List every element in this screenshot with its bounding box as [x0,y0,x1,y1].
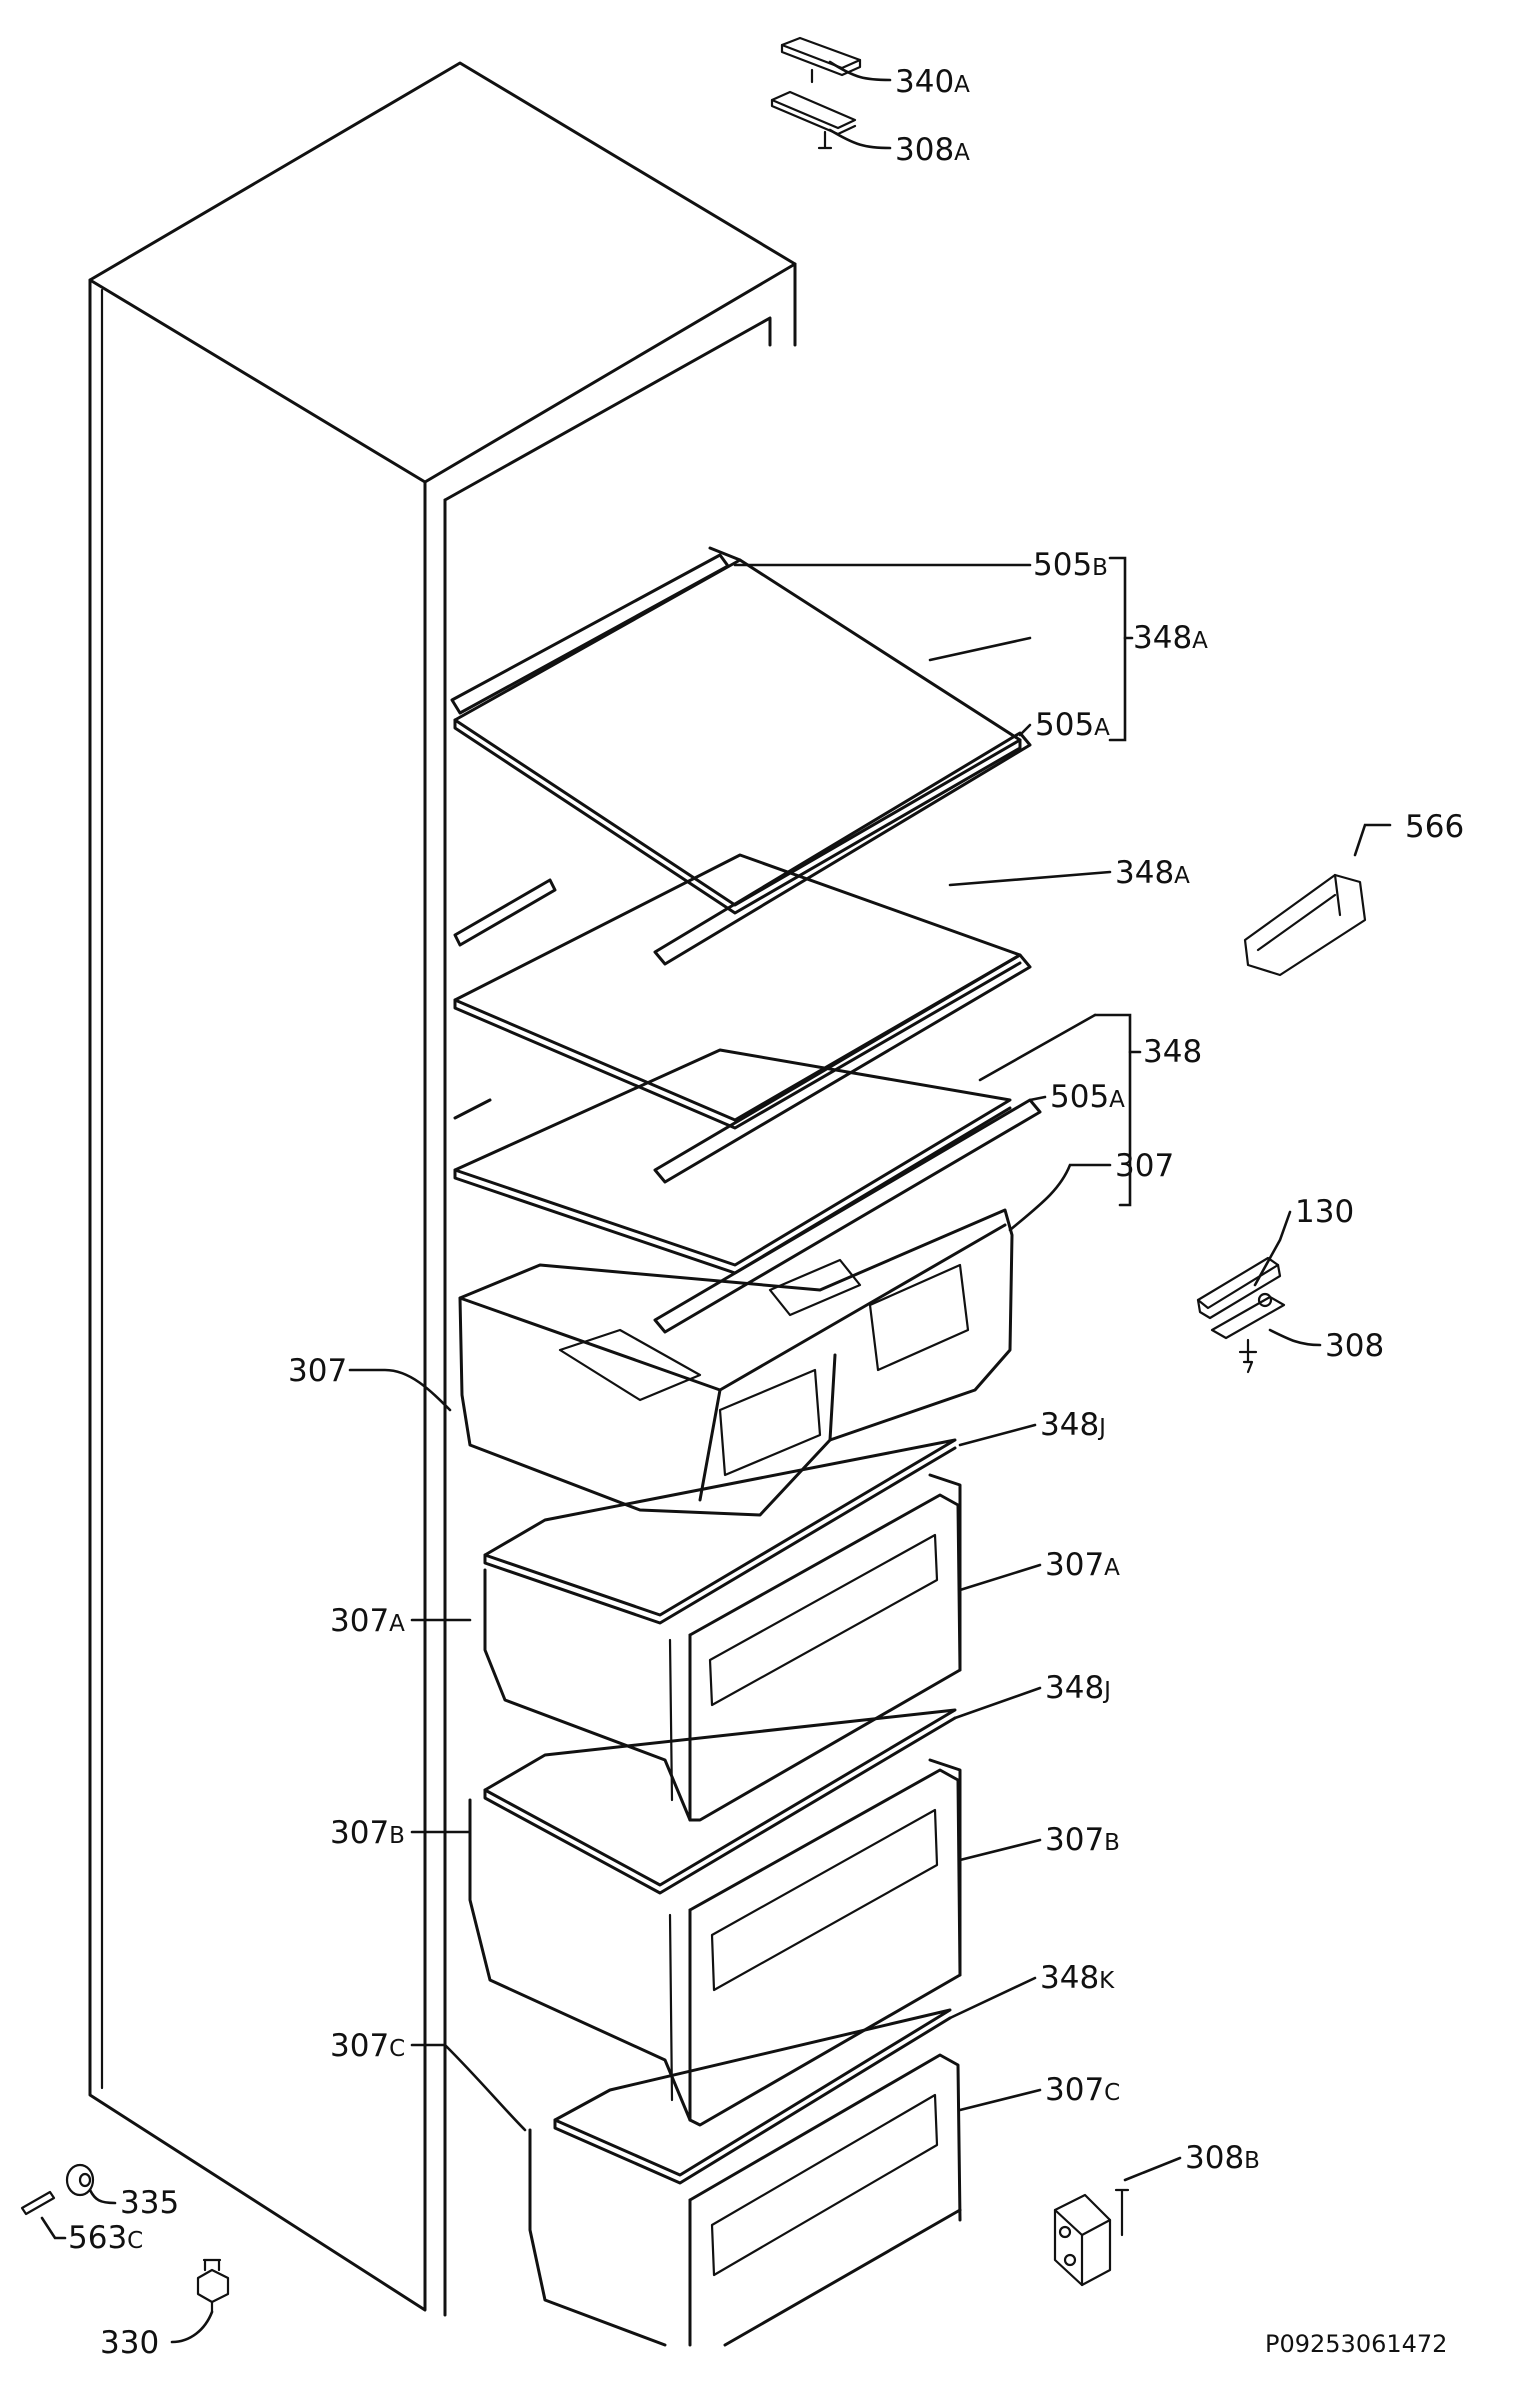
hinge-130 [1196,1256,1282,1320]
label-307a-right: 307A [1045,1547,1120,1583]
label-308b: 308B [1185,2140,1260,2176]
label-307-right: 307 [1115,1148,1174,1184]
glass-plate-348j-lower [483,1708,957,1895]
label-563c: 563C [68,2220,143,2256]
pin-563c [20,2190,56,2216]
label-348: 348 [1143,1034,1202,1070]
label-348k: 348K [1040,1960,1115,1996]
glass-plate-348j-upper [483,1438,957,1625]
label-505b: 505B [1033,547,1108,583]
label-348j-lower: 348J [1045,1670,1111,1706]
label-330: 330 [100,2325,159,2361]
drawer-307a [483,1473,962,1822]
label-348a-top: 348A [1133,620,1208,656]
label-130: 130 [1295,1194,1354,1230]
label-335: 335 [120,2185,179,2221]
label-307b-right: 307B [1045,1822,1120,1858]
label-505a-top: 505A [1035,707,1110,743]
hinge-308b [1053,2188,1130,2287]
drawing-code: P09253061472 [1265,2330,1447,2358]
label-308: 308 [1325,1328,1384,1364]
label-505a-lower: 505A [1050,1079,1125,1115]
label-340a: 340A [895,64,970,100]
drawer-307c [528,2053,962,2347]
label-307a-left: 307A [330,1603,405,1639]
label-307c-left: 307C [330,2028,405,2064]
label-308a: 308A [895,132,970,168]
label-307-left: 307 [288,1353,347,1389]
part-labels: 340A 308A 505B 348A 505A 566 348A 348 50… [68,64,1464,2361]
hinge-cap-340a [780,36,862,84]
label-307c-right: 307C [1045,2072,1120,2108]
bin-pair [458,1208,1014,1517]
label-348a-middle: 348A [1115,855,1190,891]
glass-plate-348k [553,2008,952,2185]
bracket-566 [1243,873,1367,977]
shelf-middle [453,853,1032,1184]
shelf-lower [453,1048,1042,1334]
label-348j-upper: 348J [1040,1407,1106,1443]
cabinet-body [88,61,797,2317]
drawer-307b [468,1758,962,2127]
foot-330 [196,2258,230,2314]
leader-lines [40,60,1392,2344]
hinge-308 [1210,1292,1286,1374]
hinge-plate-308a [770,90,857,150]
shelf-top [450,546,1032,966]
washer-335 [65,2163,95,2197]
label-566: 566 [1405,809,1464,845]
label-307b-left: 307B [330,1815,405,1851]
